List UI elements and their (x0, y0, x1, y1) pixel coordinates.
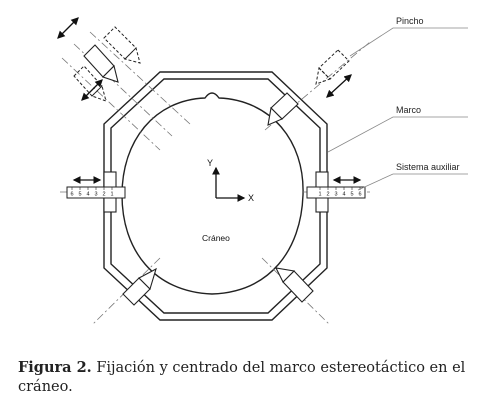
ruler-left-number: 3 (94, 192, 97, 198)
ruler-left-number: 6 (70, 192, 73, 198)
pin-top-right-retracted (315, 49, 350, 85)
pin-top-left (83, 44, 119, 83)
caption-text: Fijación y centrado del marco estereotác… (18, 360, 466, 395)
axis-x-label: X (248, 193, 254, 203)
ruler-right-number: 6 (358, 192, 361, 198)
figure-caption: Figura 2. Fijación y centrado del marco … (18, 358, 488, 397)
motion-arrows (57, 17, 362, 184)
pin-top-right (267, 92, 299, 126)
skull-outline (121, 92, 304, 295)
label-sistema-auxiliar: Sistema auxiliar (396, 162, 460, 172)
auxiliary-ruler-right: 1 2 3 4 5 6 (306, 186, 366, 199)
figure-label: Figura 2. (18, 359, 92, 376)
axis-y-label: Y (207, 158, 213, 168)
label-marco: Marco (396, 105, 421, 115)
ruler-right-number: 5 (350, 192, 353, 198)
ruler-right-number: 3 (334, 192, 337, 198)
callout-leaders (327, 27, 468, 191)
label-pincho: Pincho (396, 16, 424, 26)
auxiliary-ruler-left: 6 5 4 3 2 1 (66, 186, 126, 199)
ruler-left-number: 5 (78, 192, 81, 198)
ruler-left-number: 1 (110, 192, 113, 198)
ruler-right-number: 2 (326, 192, 329, 198)
ruler-right-number: 1 (318, 192, 321, 198)
pin-bottom-right (275, 267, 314, 303)
skull-label: Cráneo (202, 233, 230, 243)
ruler-left-number: 4 (86, 192, 89, 198)
ruler-left-number: 2 (102, 192, 105, 198)
pin-bottom-left (122, 267, 157, 306)
coordinate-axes (212, 166, 246, 202)
stereotactic-frame-diagram: 6 5 4 3 2 1 1 2 3 4 5 6 Y X Cráneo (57, 16, 468, 326)
ruler-right-number: 4 (342, 192, 345, 198)
